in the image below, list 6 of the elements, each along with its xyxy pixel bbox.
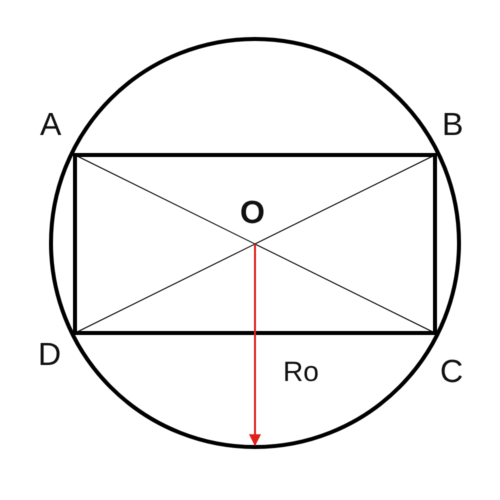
point-label: A (40, 108, 62, 140)
point-label: O (240, 196, 265, 228)
point-label: B (442, 108, 464, 140)
radius-label: Ro (283, 358, 319, 386)
point-label: C (440, 355, 464, 387)
point-label: D (38, 338, 62, 370)
